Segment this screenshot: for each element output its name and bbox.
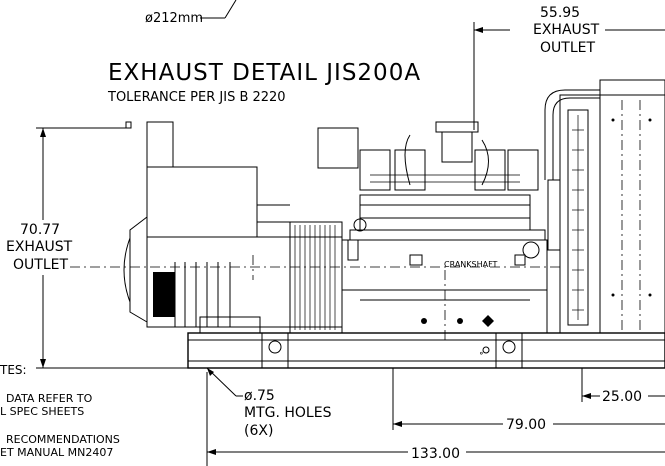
- dim-55-95-value: 55.95: [540, 5, 580, 21]
- notes-line4: ET MANUAL MN2407: [0, 446, 113, 459]
- mtg-holes-count: (6X): [244, 423, 273, 439]
- dim-79-00: 79.00: [392, 368, 665, 433]
- alternator: [123, 121, 343, 334]
- dim-70-77-line1: EXHAUST: [6, 239, 73, 255]
- notes-line2: L SPEC SHEETS: [0, 405, 84, 418]
- dim-133-00: 133.00: [206, 372, 665, 466]
- lift-symbol: ⚬: [478, 349, 485, 358]
- dim-55-95-line1: EXHAUST: [533, 22, 600, 38]
- dim-25-00: 25.00: [581, 368, 665, 405]
- pipe-diameter-text: ø212mm: [145, 11, 203, 26]
- notes-heading: TES:: [0, 363, 27, 377]
- dim-55-95-exhaust-outlet: 55.95 EXHAUST OUTLET: [473, 5, 665, 130]
- drawing-title: EXHAUST DETAIL JIS200A: [108, 60, 421, 86]
- notes-line3: RECOMMENDATIONS: [6, 433, 120, 446]
- pipe-diameter-callout: ø212mm: [145, 0, 237, 26]
- radiator: [522, 79, 665, 334]
- dim-79-value: 79.00: [506, 417, 546, 433]
- tolerance-note: TOLERANCE PER JIS B 2220: [107, 90, 286, 105]
- notes-block: TES: DATA REFER TO L SPEC SHEETS RECOMME…: [0, 363, 120, 459]
- dim-133-value: 133.00: [411, 446, 460, 462]
- dim-70-77-exhaust-outlet: 70.77 EXHAUST OUTLET: [6, 127, 188, 369]
- engine-block: CRANKSHAFT: [317, 121, 548, 334]
- mtg-holes-label: MTG. HOLES: [244, 405, 332, 421]
- dim-70-77-line2: OUTLET: [13, 257, 68, 273]
- dim-55-95-line2: OUTLET: [540, 40, 595, 56]
- dim-70-77-value: 70.77: [20, 222, 60, 238]
- crankshaft-label: CRANKSHAFT: [444, 260, 498, 269]
- notes-line1: DATA REFER TO: [6, 392, 93, 405]
- mtg-holes-callout: ø.75 MTG. HOLES (6X): [206, 367, 332, 439]
- base-frame: ⚬: [187, 332, 665, 369]
- dim-25-value: 25.00: [602, 389, 642, 405]
- mtg-holes-dia: ø.75: [244, 388, 275, 404]
